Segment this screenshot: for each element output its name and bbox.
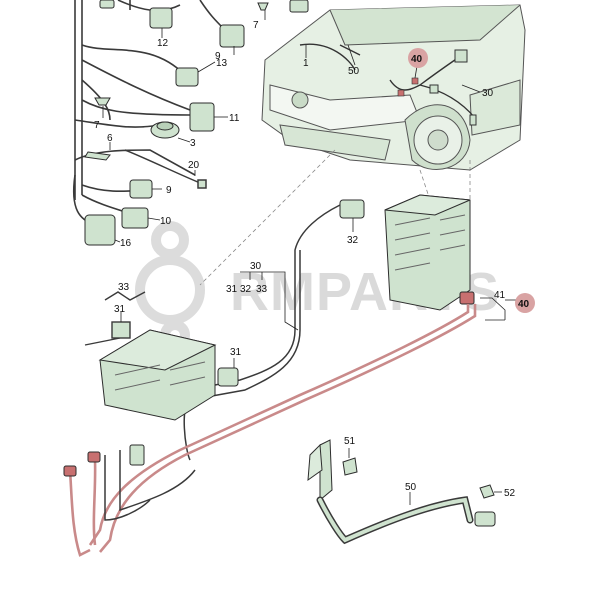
watermark-gear-icon [135,221,205,350]
car-connector [429,49,477,126]
main-wiring-harness [72,0,226,226]
callout-labels: 12 9 7 13 1 50 40 30 7 11 3 6 20 9 10 16… [94,20,535,499]
battery-terminal-icon [63,451,101,477]
callout-7-lower: 7 [94,120,100,131]
ground-strap-50 [307,439,496,545]
callout-52: 52 [504,488,516,499]
connector-13 [219,24,245,48]
leader-lines [102,10,518,505]
callout-50: 50 [348,66,360,77]
red-terminal-icon [397,77,419,97]
connector-9b [129,179,153,199]
connector-10 [121,207,149,229]
callout-30: 30 [482,88,494,99]
connector-16 [84,214,116,246]
clip-7 [94,2,269,106]
callout-33: 33 [118,282,130,293]
connector-31 [129,367,239,466]
car-front-illustration [261,4,526,171]
battery-cable-40 [68,304,477,557]
callout-41: 41 [494,290,506,301]
callout-11: 11 [229,113,240,124]
callout-20: 20 [188,160,200,171]
sensor-32-wire [183,204,341,461]
callout-40-highlight [408,48,428,68]
callout-40-lower-highlight [515,293,535,313]
bracket-33 [84,291,146,346]
connector-top-left [99,0,115,9]
relay-11 [189,102,215,132]
fuse-box-left [98,329,217,421]
callout-13: 13 [216,58,228,69]
cable-20 [124,149,207,189]
sensor-32 [339,199,365,219]
nut-51 [342,457,358,476]
callout-33-group: 33 [256,284,268,295]
callout-31-right: 31 [230,347,242,358]
callout-40-lower: 40 [518,299,530,310]
fuse-box-right [384,194,471,311]
connector-top [289,0,309,13]
callout-10: 10 [160,216,172,227]
battery-terminal-41 [459,291,475,305]
callout-7: 7 [253,20,259,31]
callout-1: 1 [303,58,309,69]
callout-50-lower: 50 [405,482,417,493]
callout-31: 31 [114,304,126,315]
callout-16: 16 [120,238,132,249]
callout-40: 40 [411,54,423,65]
nut-52 [479,484,495,499]
harness-connectors [84,0,309,246]
callout-32-group: 32 [240,284,252,295]
callout-31-group: 31 [226,284,238,295]
callout-30-group: 30 [250,261,262,272]
callout-3: 3 [190,138,196,149]
connector-12 [149,7,173,29]
callout-6: 6 [107,133,113,144]
callout-9-lower: 9 [166,185,172,196]
grommet-3 [150,121,180,139]
callout-32: 32 [347,235,359,246]
connector-9a [175,67,199,87]
lower-harness [104,450,196,521]
callout-51: 51 [344,436,356,447]
callout-12: 12 [157,38,169,49]
bracket-6 [84,151,111,161]
callout-9: 9 [215,51,221,62]
